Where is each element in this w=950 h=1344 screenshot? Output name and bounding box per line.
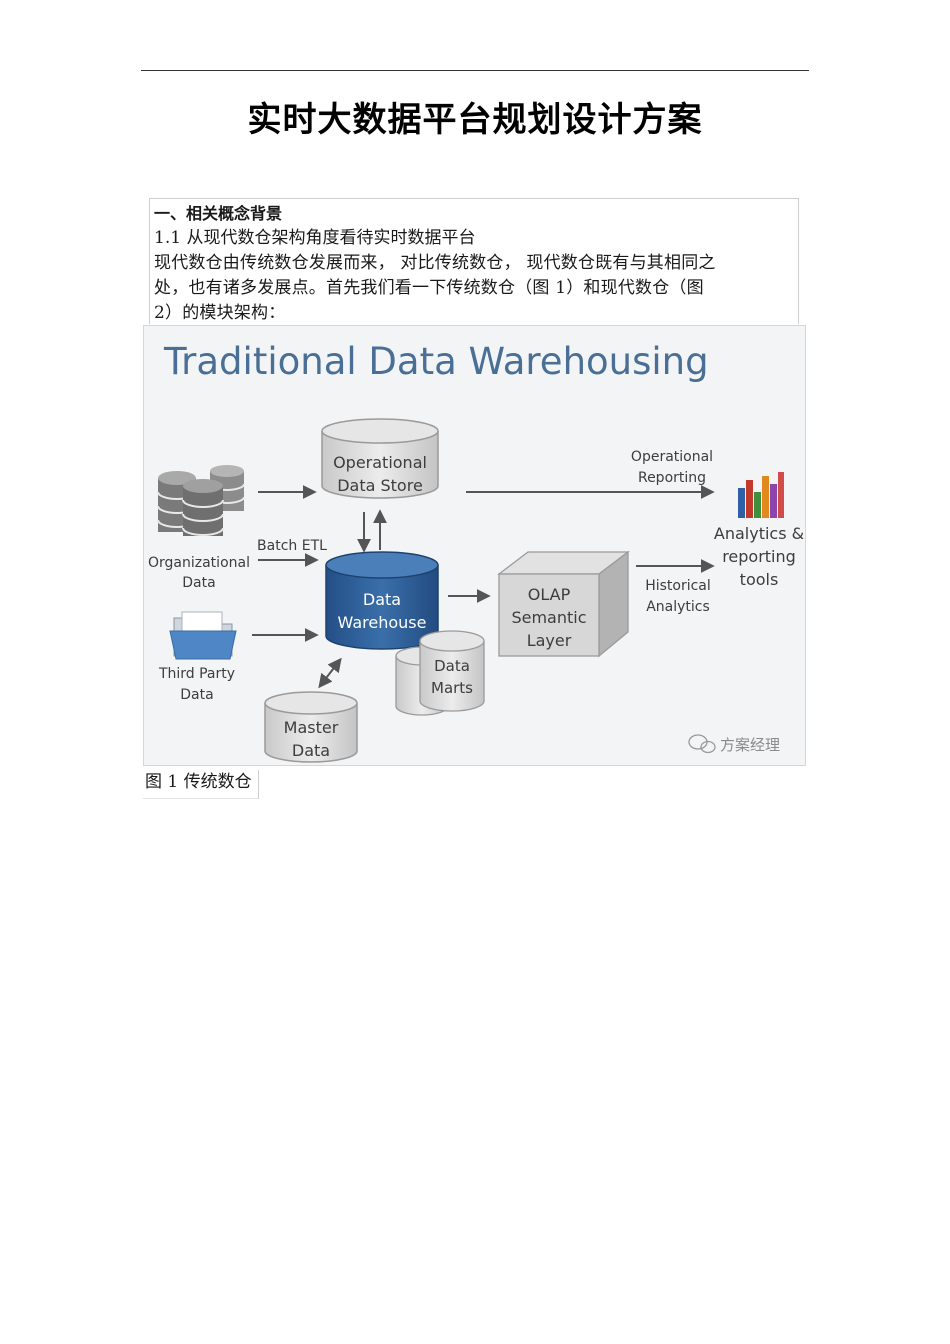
data-warehouse-cylinder: Data Warehouse bbox=[325, 551, 439, 650]
historical-analytics-label-1: Historical bbox=[645, 578, 711, 594]
figure-caption: 图 1 传统数仓 bbox=[143, 770, 259, 799]
master-data-label-2: Data bbox=[292, 741, 330, 760]
watermark-text: 方案经理 bbox=[720, 736, 780, 754]
paragraph-line-3: 2）的模块架构： bbox=[154, 303, 286, 323]
database-stack-icon bbox=[157, 465, 245, 536]
olap-label-3: Layer bbox=[527, 631, 572, 650]
operational-reporting-label-1: Operational bbox=[631, 449, 713, 465]
olap-cube: OLAP Semantic Layer bbox=[497, 550, 630, 658]
operational-data-store-cylinder: Operational Data Store bbox=[321, 418, 439, 499]
document-title: 实时大数据平台规划设计方案 bbox=[247, 100, 703, 140]
data-marts-cylinders: Data Marts bbox=[395, 630, 485, 716]
batch-etl-label: Batch ETL bbox=[257, 538, 327, 554]
third-party-label-1: Third Party bbox=[158, 666, 235, 682]
wechat-icon bbox=[688, 734, 716, 754]
analytics-tools-label-3: tools bbox=[740, 570, 779, 589]
paragraph-line-2: 处，也有诸多发展点。首先我们看一下传统数仓（图 1）和现代数仓（图 bbox=[154, 278, 704, 298]
historical-analytics-label-2: Analytics bbox=[646, 599, 710, 615]
data-warehouse-label-1: Data bbox=[363, 590, 401, 609]
operational-store-label-2: Data Store bbox=[337, 476, 423, 495]
master-data-cylinder: Master Data bbox=[264, 691, 358, 763]
bar-chart-icon bbox=[738, 472, 784, 518]
analytics-tools-label-1: Analytics & bbox=[714, 524, 804, 543]
olap-label-2: Semantic bbox=[511, 608, 586, 627]
intro-text-box: 一、相关概念背景 1.1 从现代数仓架构角度看待实时数据平台 现代数仓由传统数仓… bbox=[149, 198, 799, 324]
figure-heading: Traditional Data Warehousing bbox=[163, 340, 709, 383]
data-warehouse-label-2: Warehouse bbox=[338, 613, 427, 632]
subsection-heading: 1.1 从现代数仓架构角度看待实时数据平台 bbox=[154, 228, 476, 248]
third-party-label-2: Data bbox=[180, 687, 213, 703]
architecture-diagram: Traditional Data Warehousing Operational… bbox=[144, 326, 805, 765]
operational-store-label-1: Operational bbox=[333, 453, 427, 472]
folder-icon bbox=[169, 611, 237, 660]
olap-label-1: OLAP bbox=[528, 585, 571, 604]
data-marts-label-2: Marts bbox=[431, 679, 473, 697]
master-data-label-1: Master bbox=[284, 718, 339, 737]
analytics-tools-label-2: reporting bbox=[722, 547, 796, 566]
top-rule bbox=[141, 70, 809, 71]
operational-reporting-label-2: Reporting bbox=[638, 470, 706, 486]
organizational-data-label-2: Data bbox=[182, 575, 215, 591]
section-heading: 一、相关概念背景 bbox=[154, 204, 283, 223]
organizational-data-label-1: Organizational bbox=[148, 555, 250, 571]
data-marts-label-1: Data bbox=[434, 657, 470, 675]
paragraph-line-1: 现代数仓由传统数仓发展而来， 对比传统数仓， 现代数仓既有与其相同之 bbox=[154, 253, 716, 273]
traditional-dw-figure: Traditional Data Warehousing Operational… bbox=[143, 325, 806, 766]
arrow-master-dw bbox=[318, 657, 342, 689]
